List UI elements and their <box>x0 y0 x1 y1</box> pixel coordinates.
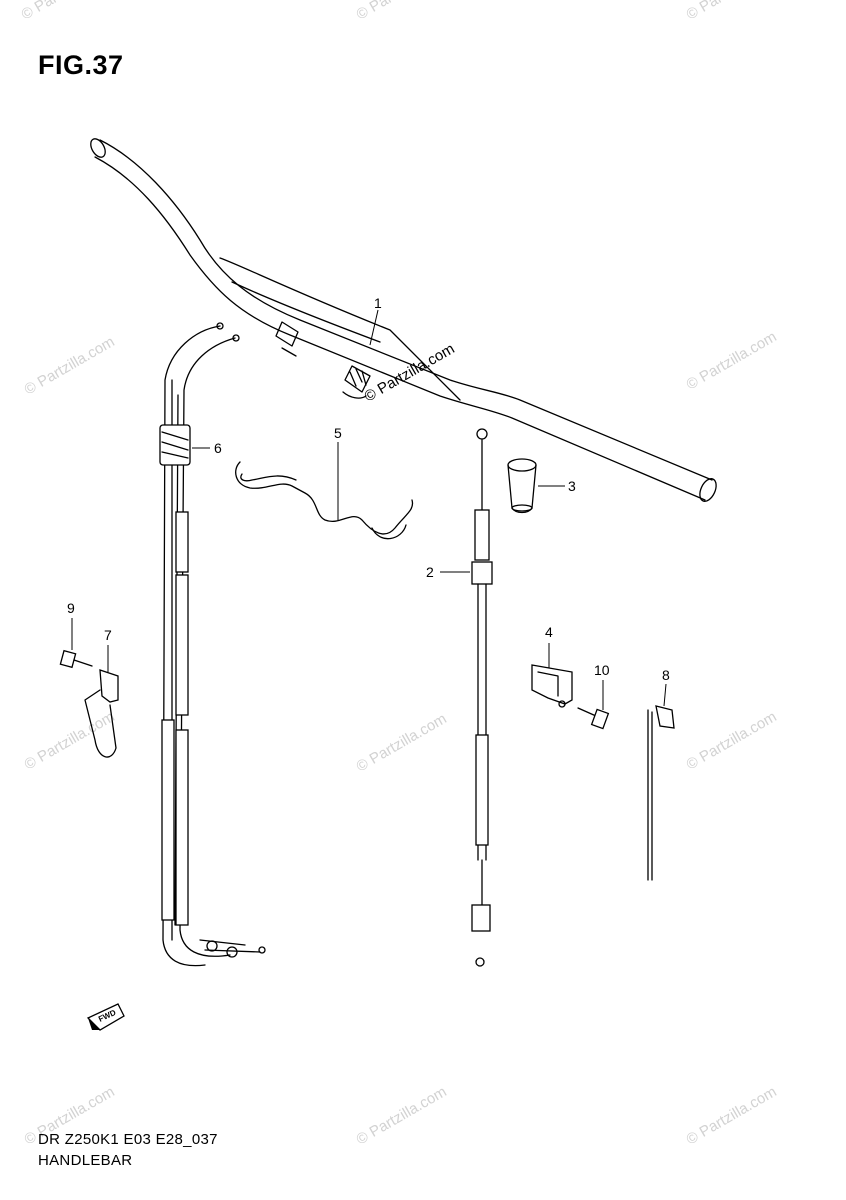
watermark: © Partzilla.com <box>684 708 780 773</box>
callout-8: 8 <box>662 667 670 683</box>
callout-9: 9 <box>67 600 75 616</box>
hose-icon <box>235 461 414 540</box>
watermark: © Partzilla.com <box>684 328 780 393</box>
watermark: © Partzilla.com <box>354 710 450 775</box>
cable-guide-icon <box>84 669 119 758</box>
figure-title: FIG.37 <box>38 50 124 80</box>
throttle-cable-icon <box>159 322 266 967</box>
watermark: © Partzilla.com <box>354 0 450 23</box>
callout-6: 6 <box>214 440 222 456</box>
callout-4: 4 <box>545 624 553 640</box>
callout-1-leader <box>369 309 379 346</box>
section-name: HANDLEBAR <box>38 1152 133 1169</box>
clamp-icon <box>531 664 573 708</box>
watermark: © Partzilla.com <box>19 0 115 23</box>
bolt-icon <box>577 707 610 730</box>
clutch-cable-icon <box>471 428 493 967</box>
watermark: © Partzilla.com <box>684 0 780 23</box>
grommet-icon <box>507 458 537 514</box>
callout-7: 7 <box>104 627 112 643</box>
watermark: © Partzilla.com <box>684 1083 780 1148</box>
watermark: © Partzilla.com <box>354 1083 450 1148</box>
callout-8-leader <box>663 683 667 707</box>
callout-5: 5 <box>334 425 342 441</box>
watermark: © Partzilla.com <box>22 708 118 773</box>
model-code: DR Z250K1 E03 E28_037 <box>38 1131 218 1148</box>
callout-1: 1 <box>374 295 382 311</box>
callout-10: 10 <box>594 662 610 678</box>
cable-band-icon <box>647 705 675 881</box>
callout-3: 3 <box>568 478 576 494</box>
bolt-icon <box>59 649 93 669</box>
handlebar-icon <box>90 138 717 502</box>
callout-2: 2 <box>426 564 434 580</box>
fwd-arrow-icon: FWD <box>86 1003 125 1031</box>
watermark-layer: © Partzilla.com © Partzilla.com © Partzi… <box>19 0 780 1148</box>
watermark: © Partzilla.com <box>22 333 118 398</box>
